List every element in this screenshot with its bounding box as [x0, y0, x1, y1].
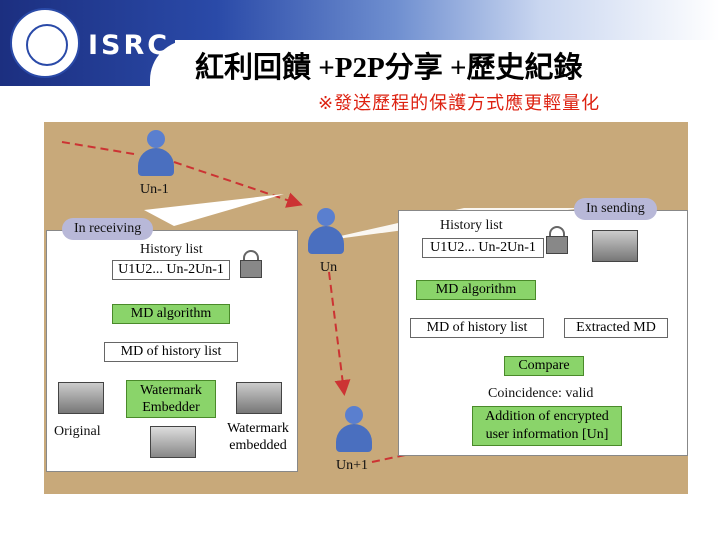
extracted-md: Extracted MD [564, 318, 668, 338]
lock-icon [240, 250, 262, 278]
sending-tag: In sending [574, 198, 657, 220]
left-history-list: U1U2... Un-2Un-1 [112, 260, 230, 280]
right-md-history: MD of history list [410, 318, 544, 338]
lock-icon-right [546, 226, 568, 254]
watermark-embedder: Watermark Embedder [126, 380, 216, 418]
embedded-label: Watermark embedded [227, 421, 289, 453]
embedded-drive-icon [236, 382, 282, 414]
header: ISRC 紅利回饋 +P2P分享 +歷史紀錄 [0, 0, 720, 90]
embedded-result-icon [150, 426, 196, 458]
left-md-algorithm: MD algorithm [112, 304, 230, 324]
compare-box: Compare [504, 356, 584, 376]
right-md-algorithm: MD algorithm [416, 280, 536, 300]
user-next-icon [336, 406, 372, 454]
coincidence-label: Coincidence: valid [488, 386, 594, 401]
user-next-label: Un+1 [336, 458, 369, 473]
university-seal-icon [10, 8, 80, 78]
addition-box: Addition of encrypted user information [… [472, 406, 622, 446]
watermark-diagram: Un-1 Un Un+1 In receiving History list U… [44, 122, 688, 494]
sending-drive-icon [592, 230, 638, 262]
user-prev-label: Un-1 [140, 182, 169, 197]
note-text: ※發送歷程的保護方式應更輕量化 [318, 93, 601, 114]
isrc-logo: ISRC [88, 30, 171, 61]
user-prev-icon [138, 130, 174, 178]
original-label: Original [54, 424, 101, 439]
original-drive-icon [58, 382, 104, 414]
receiving-tag: In receiving [62, 218, 154, 240]
right-history-list: U1U2... Un-2Un-1 [422, 238, 544, 258]
user-current-icon [308, 208, 344, 256]
user-current-label: Un [320, 260, 338, 275]
left-history-title: History list [140, 242, 203, 257]
left-md-history: MD of history list [104, 342, 238, 362]
page-title: 紅利回饋 +P2P分享 +歷史紀錄 [195, 52, 583, 84]
right-history-title: History list [440, 218, 503, 233]
